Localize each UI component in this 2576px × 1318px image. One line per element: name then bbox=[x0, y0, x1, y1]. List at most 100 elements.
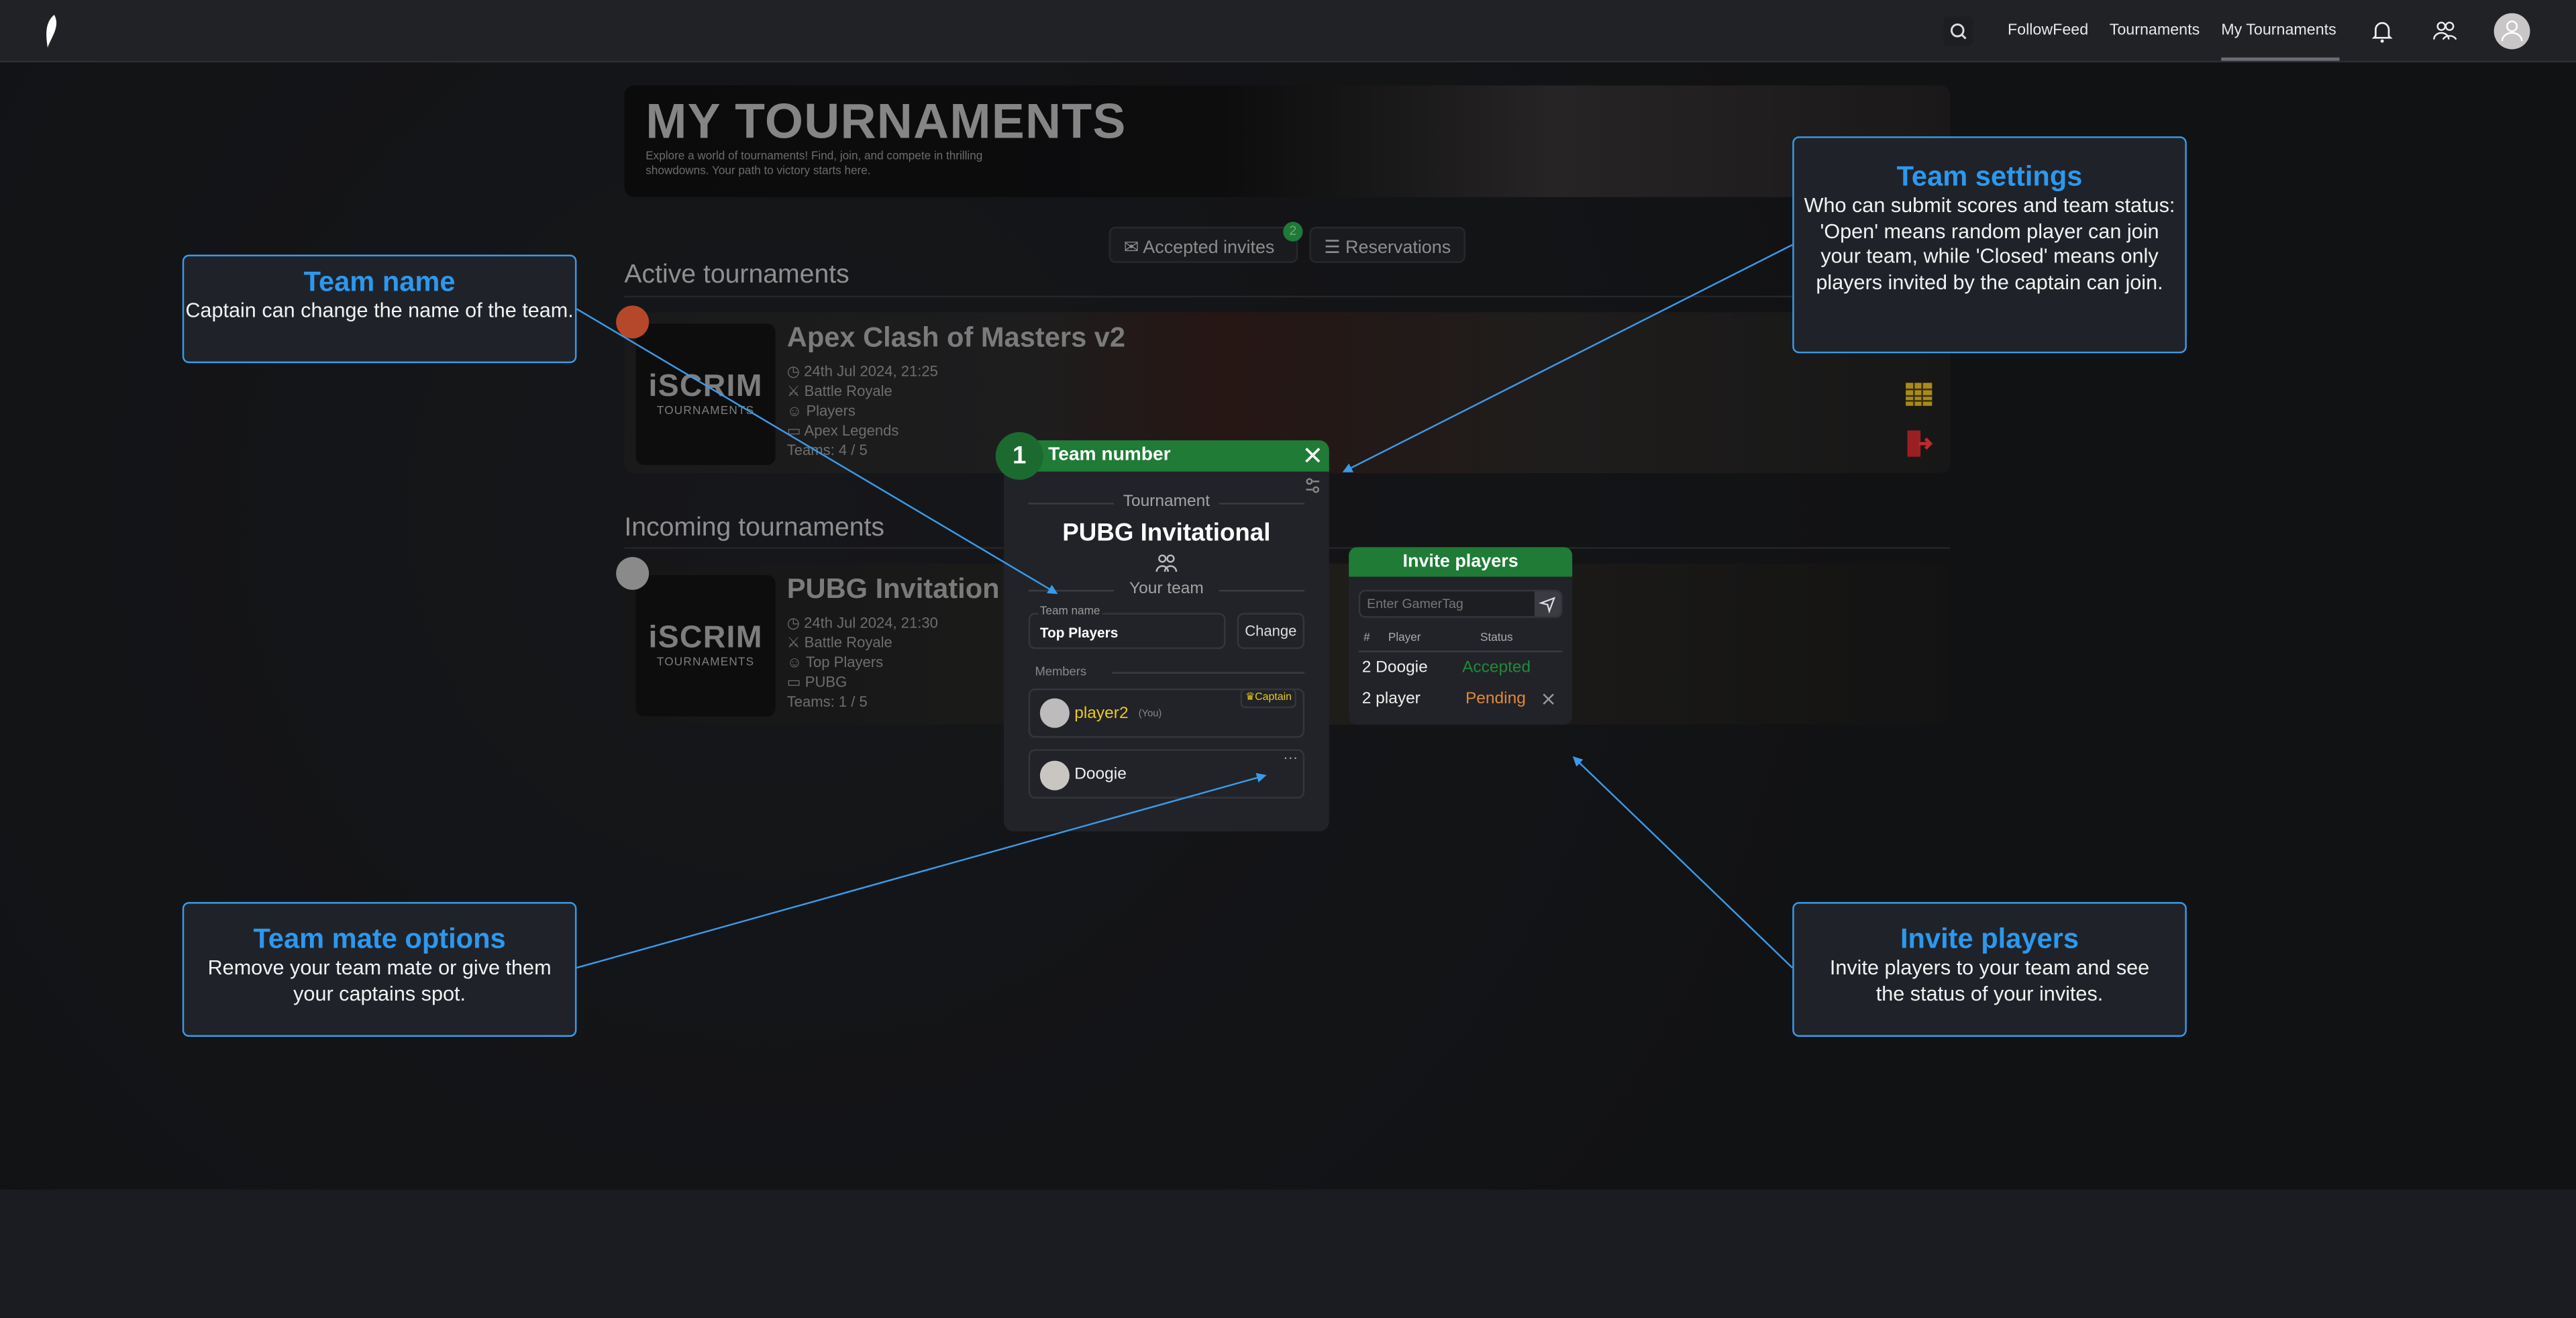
tournament-title: Apex Clash of Masters v2 bbox=[786, 321, 1126, 354]
annotation-team-name: Team name Captain can change the name of… bbox=[182, 254, 577, 364]
status-accepted: Accepted bbox=[1462, 658, 1531, 677]
annotation-title: Team settings bbox=[1896, 160, 2083, 193]
invite-row: 2 Doogie bbox=[1362, 659, 1428, 677]
divider bbox=[1358, 650, 1563, 653]
cancel-invite-icon[interactable] bbox=[1541, 692, 1556, 707]
active-tournaments-heading: Active tournaments bbox=[624, 261, 849, 289]
arrow-team-settings bbox=[1342, 244, 1793, 472]
member-options-button[interactable]: ··· bbox=[1283, 749, 1298, 766]
member-name: Doogie bbox=[1074, 765, 1127, 784]
annotation-title: Invite players bbox=[1900, 923, 2079, 955]
annotation-title: Team name bbox=[303, 266, 456, 298]
annotation-team-mate-options: Team mate options Remove your team mate … bbox=[182, 902, 577, 1037]
tournament-name: PUBG Invitational bbox=[1062, 519, 1271, 548]
gamepad-icon: ▭ bbox=[786, 673, 805, 691]
tournament-date: ◷ 24th Jul 2024, 21:25 bbox=[787, 363, 938, 381]
logo-subtext: TOURNAMENTS bbox=[656, 657, 755, 669]
tournament-date: ◷ 24th Jul 2024, 21:30 bbox=[787, 615, 938, 633]
row-player: player bbox=[1376, 690, 1421, 709]
top-navbar: FollowFeed Tournaments My Tournaments bbox=[0, 0, 2576, 63]
team-number-badge: 1 bbox=[995, 432, 1043, 480]
member-card[interactable]: Doogie ··· bbox=[1028, 749, 1305, 799]
search-icon bbox=[1950, 23, 1967, 40]
reservations-icon: ☰ bbox=[1324, 238, 1346, 258]
tournament-game: ▭ Apex Legends bbox=[787, 422, 899, 440]
modal-title: Team number bbox=[1048, 445, 1171, 465]
team-settings-icon[interactable] bbox=[1304, 476, 1321, 495]
team-modal: Team number Tournament PUBG Invitational… bbox=[1003, 440, 1329, 831]
captain-label: Captain bbox=[1255, 691, 1292, 703]
logo-text: iSCRIM bbox=[648, 621, 763, 656]
team-name-value: Top Players bbox=[1039, 624, 1119, 641]
members-label: Members bbox=[1035, 664, 1087, 679]
hero-subtitle: Explore a world of tournaments! Find, jo… bbox=[646, 151, 983, 178]
accepted-invites-button[interactable]: ✉ Accepted invites bbox=[1109, 226, 1298, 263]
gamertag-placeholder: Enter GamerTag bbox=[1367, 596, 1463, 611]
accepted-invites-count: 2 bbox=[1283, 221, 1303, 242]
nav-my-tournaments[interactable]: My Tournaments bbox=[2221, 21, 2336, 40]
modal-header: Team number bbox=[1003, 440, 1329, 472]
table-icon[interactable] bbox=[1904, 381, 1934, 407]
tournament-team: ☺ Players bbox=[787, 403, 856, 419]
tournament-team: ☺ Top Players bbox=[787, 654, 883, 670]
arrow-invite bbox=[1572, 756, 1794, 968]
leave-icon[interactable] bbox=[1904, 429, 1934, 458]
annotation-text: Captain can change the name of the team. bbox=[185, 299, 574, 322]
divider bbox=[624, 295, 1951, 298]
arrow-team-name bbox=[576, 308, 1058, 595]
logo-subtext: TOURNAMENTS bbox=[656, 405, 755, 417]
team-text: Players bbox=[806, 402, 856, 419]
friends-icon[interactable] bbox=[2432, 18, 2458, 44]
incoming-tournaments-heading: Incoming tournaments bbox=[624, 514, 885, 542]
team-name-input[interactable]: Team name Top Players bbox=[1028, 606, 1226, 650]
reservations-button[interactable]: ☰ Reservations bbox=[1309, 226, 1465, 263]
search-button[interactable] bbox=[1943, 16, 1973, 46]
close-icon[interactable] bbox=[1303, 446, 1323, 465]
captain-badge: ♛Captain bbox=[1240, 688, 1297, 709]
swords-icon: ⚔ bbox=[786, 383, 805, 399]
col-header-player: Player bbox=[1388, 632, 1421, 644]
gamepad-icon: ▭ bbox=[786, 422, 805, 439]
invite-row: 2 player bbox=[1362, 690, 1421, 708]
nav-followfeed[interactable]: FollowFeed bbox=[2007, 21, 2089, 40]
team-text: Top Players bbox=[806, 654, 884, 670]
mail-check-icon: ✉ bbox=[1123, 238, 1143, 258]
member-name: player2 bbox=[1074, 705, 1129, 723]
status-dot bbox=[616, 305, 650, 339]
annotation-title: Team mate options bbox=[253, 923, 506, 955]
logo-feather-icon[interactable] bbox=[41, 13, 60, 50]
annotation-text: Remove your team mate or give them your … bbox=[207, 956, 552, 1005]
team-icon bbox=[1155, 554, 1178, 572]
annotation-invite-players: Invite players Invite players to your te… bbox=[1792, 902, 2187, 1037]
member-avatar bbox=[1039, 760, 1070, 791]
swords-icon: ⚔ bbox=[786, 634, 805, 651]
change-team-name-button[interactable]: Change bbox=[1237, 613, 1305, 650]
game-text: PUBG bbox=[805, 673, 847, 691]
annotation-text: Who can submit scores and team status: '… bbox=[1804, 193, 2175, 294]
gamertag-input[interactable]: Enter GamerTag bbox=[1358, 589, 1563, 618]
send-invite-button[interactable] bbox=[1534, 591, 1561, 617]
invite-players-panel: Invite players Enter GamerTag # Player S… bbox=[1349, 547, 1573, 725]
tournament-teams: Teams: 1 / 5 bbox=[786, 693, 868, 710]
member-avatar bbox=[1039, 698, 1070, 728]
you-label: (You) bbox=[1138, 709, 1162, 720]
bell-icon[interactable] bbox=[2371, 18, 2393, 44]
nav-tournaments[interactable]: Tournaments bbox=[2109, 21, 2200, 40]
status-pending: Pending bbox=[1465, 690, 1526, 709]
date-text: 24th Jul 2024, 21:25 bbox=[804, 363, 938, 380]
annotation-text: Invite players to your team and see the … bbox=[1829, 956, 2150, 1005]
calendar-icon: ◷ bbox=[786, 614, 805, 631]
divider bbox=[1112, 672, 1305, 674]
accepted-invites-label: Accepted invites bbox=[1143, 238, 1275, 258]
user-avatar[interactable] bbox=[2493, 13, 2530, 50]
annotation-team-settings: Team settings Who can submit scores and … bbox=[1792, 136, 2187, 354]
logo-text: iSCRIM bbox=[648, 369, 763, 405]
invite-panel-title: Invite players bbox=[1349, 547, 1573, 577]
users-icon: ☺ bbox=[786, 402, 807, 419]
member-card-captain[interactable]: player2 (You) ♛Captain bbox=[1028, 688, 1305, 738]
calendar-icon: ◷ bbox=[786, 363, 805, 380]
row-player: Doogie bbox=[1376, 658, 1428, 677]
col-header-num: # bbox=[1363, 632, 1370, 644]
